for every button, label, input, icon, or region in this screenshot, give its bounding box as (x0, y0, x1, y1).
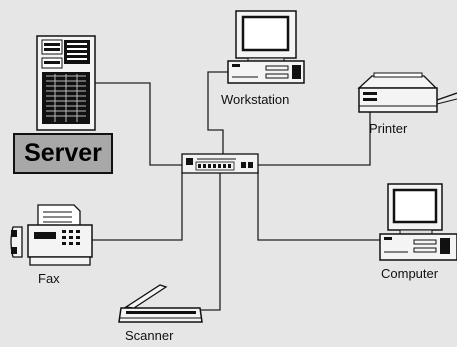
workstation-label: Workstation (221, 92, 290, 107)
cable-computer (257, 170, 385, 241)
connection-cables (85, 71, 385, 311)
cable-workstation (207, 71, 228, 155)
workstation-icon (227, 10, 305, 84)
computer-label: Computer (381, 266, 439, 281)
scanner-icon (118, 284, 203, 323)
printer-label: Printer (369, 121, 408, 136)
server-label: Server (13, 133, 113, 174)
fax-label: Fax (38, 271, 60, 286)
cable-server (95, 82, 184, 166)
server-icon (36, 35, 96, 131)
computer-icon (379, 183, 457, 261)
cable-scanner (200, 173, 221, 311)
scanner-label: Scanner (125, 328, 174, 343)
network-hub-icon (181, 153, 259, 174)
cable-fax (85, 172, 183, 241)
printer-icon (357, 72, 457, 113)
fax-icon (10, 204, 93, 266)
cable-printer (256, 112, 371, 166)
